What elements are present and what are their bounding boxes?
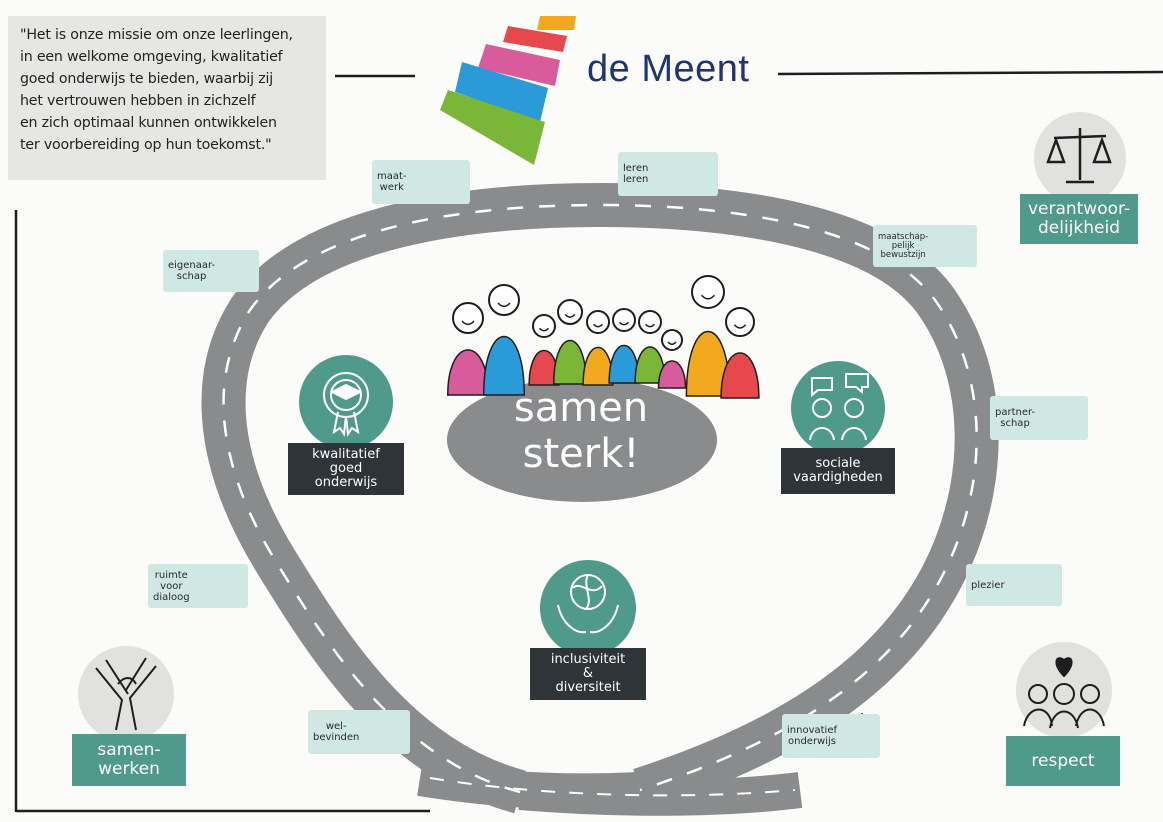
logo-stripe-green xyxy=(440,90,545,165)
logo-stripe-blue xyxy=(455,62,548,122)
person-head xyxy=(725,307,755,337)
samenwerken-circle xyxy=(78,646,174,742)
label-sociale: sociale vaardigheden xyxy=(781,448,895,494)
person-smile xyxy=(593,323,603,328)
person-head xyxy=(452,302,484,334)
label-maatschappelijk-text: maatschap- pelijk bewustzijn xyxy=(878,231,929,260)
person-head xyxy=(661,329,683,351)
person-head xyxy=(612,308,636,332)
person-smile xyxy=(539,327,549,332)
mission-quote: "Het is onze missie om onze leerlingen, i… xyxy=(8,16,326,180)
brand-name: de Meent xyxy=(587,48,750,90)
corner-value-icons xyxy=(78,112,1126,742)
scales-icon xyxy=(1046,128,1112,184)
logo-stripe-pink xyxy=(478,44,560,86)
conversation-people-icon xyxy=(809,373,869,441)
core-value-icons xyxy=(299,355,885,656)
mission-quote-line: in een welkome omgeving, kwalitatief xyxy=(20,49,283,65)
mission-quote-line: het vertrouwen hebben in zichzelf xyxy=(20,93,256,109)
heart-people-icon xyxy=(1023,657,1105,729)
logo-stripe-yellow xyxy=(537,16,576,30)
label-verantwoordelijkheid: verantwoor- delijkheid xyxy=(1020,194,1138,244)
label-plezier: plezier xyxy=(966,564,1062,606)
person-head xyxy=(586,310,610,334)
label-partnerschap: partner- schap xyxy=(990,396,1088,440)
label-ruimte-text: ruimte voor dialoog xyxy=(153,569,190,603)
label-respect: respect xyxy=(1006,736,1120,786)
logo-stripe-red xyxy=(503,26,567,52)
person-body xyxy=(482,336,526,396)
label-maatwerk-text: maat- werk xyxy=(377,171,407,193)
label-eigenaarschap-text: eigenaar- schap xyxy=(168,260,216,282)
sociale-circle xyxy=(791,361,885,455)
person-body xyxy=(582,346,614,386)
graduation-rosette-icon xyxy=(323,372,369,437)
people-group-icon xyxy=(446,275,760,399)
label-samenwerken: samen- werken xyxy=(72,734,186,786)
person-head xyxy=(532,314,556,338)
road-center-line xyxy=(222,203,978,794)
person-body xyxy=(720,352,760,399)
person-head xyxy=(557,299,583,325)
label-eigenaarschap: eigenaar- schap xyxy=(163,250,259,292)
label-leren-text: leren leren xyxy=(623,163,649,185)
mission-quote-line: "Het is onze missie om onze leerlingen, xyxy=(20,27,293,43)
road xyxy=(201,182,999,816)
mission-quote-line: en zich optimaal kunnen ontwikkelen xyxy=(20,115,277,131)
person-smile xyxy=(497,302,511,308)
mission-quote-line: goed onderwijs te bieden, waarbij zij xyxy=(20,71,273,87)
label-welbevinden: wel- bevinden xyxy=(308,710,410,754)
person-smile xyxy=(564,313,576,318)
person-head xyxy=(638,310,662,334)
respect-circle xyxy=(1016,642,1112,738)
person-body xyxy=(657,360,687,389)
person-smile xyxy=(733,324,747,329)
label-ruimte: ruimte voor dialoog xyxy=(148,564,248,608)
person-smile xyxy=(461,320,475,326)
person-body xyxy=(553,340,587,385)
road-crossing-line xyxy=(429,777,796,797)
logo-mark xyxy=(440,16,576,165)
mission-quote-line: ter voorbereiding op hun toekomst." xyxy=(20,137,272,153)
road-crossing-b xyxy=(518,772,803,816)
person-body xyxy=(608,344,640,384)
label-innovatief-text: innovatief onderwijs xyxy=(787,725,837,747)
person-smile xyxy=(701,294,715,300)
label-kwalitatief: kwalitatief goed onderwijs xyxy=(288,443,404,495)
label-innovatief: innovatief onderwijs xyxy=(782,714,880,758)
center-slogan: samen sterk! xyxy=(513,385,649,477)
label-plezier-text: plezier xyxy=(971,579,1005,591)
label-maatschappelijk: maatschap- pelijk bewustzijn xyxy=(873,225,977,267)
label-partnerschap-text: partner- schap xyxy=(995,407,1036,429)
person-head xyxy=(488,284,520,316)
person-smile xyxy=(667,341,677,345)
center-oval xyxy=(447,378,717,502)
hands-globe-icon xyxy=(557,574,619,634)
label-welbevinden-text: wel- bevinden xyxy=(313,721,360,743)
label-inclusiviteit: inclusiviteit & diversiteit xyxy=(530,648,646,700)
label-maatwerk: maat- werk xyxy=(372,160,470,204)
person-smile xyxy=(645,323,655,328)
label-leren: leren leren xyxy=(618,152,718,196)
person-head xyxy=(691,275,725,309)
joined-hands-icon xyxy=(95,657,157,731)
person-smile xyxy=(619,321,629,326)
kwalitatief-circle xyxy=(299,355,393,449)
header-line-right xyxy=(777,70,1163,76)
